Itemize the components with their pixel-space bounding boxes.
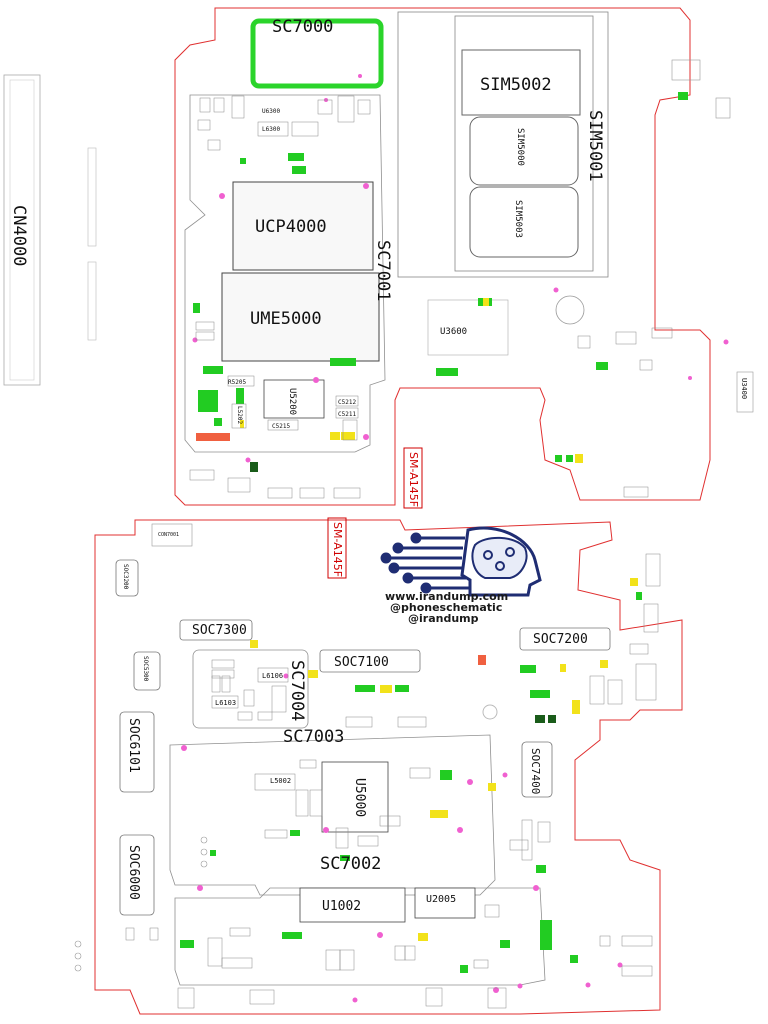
label-u3600: U3600 (440, 327, 467, 337)
label-sim5003: SIM5003 (513, 200, 523, 238)
sim5000-box (469, 116, 579, 186)
top-board-outline (174, 7, 711, 506)
con7001-part (151, 523, 193, 547)
label-soc3200: SOC3200 (122, 564, 129, 590)
passive-outlines (125, 95, 673, 1009)
label-u5000: U5000 (352, 778, 367, 817)
label-soc7300: SOC7300 (192, 623, 247, 638)
watermark-url: www.irandump.com (385, 590, 508, 603)
soc7300-box (179, 619, 253, 641)
right-part-1 (671, 59, 701, 81)
soc5300-box (133, 651, 161, 691)
round-part (555, 295, 585, 325)
label-c5212: C5212 (338, 399, 356, 406)
label-sc7001: SC7001 (373, 240, 393, 301)
label-sc7002: SC7002 (320, 854, 381, 874)
label-sc7004: SC7004 (287, 660, 307, 721)
sc7004-frame (192, 649, 309, 729)
label-soc7400: SOC7400 (529, 748, 542, 794)
component-marks (74, 74, 729, 1003)
soc7200-box (519, 627, 611, 651)
sim5003-box (469, 186, 579, 258)
label-ume5000: UME5000 (250, 309, 322, 329)
irandump-logo-icon (380, 526, 542, 597)
label-l6106: L6106 (262, 672, 283, 680)
label-r5205: R5205 (228, 379, 246, 386)
label-sim5000: SIM5000 (515, 128, 525, 166)
bottom-inner-outline-2 (174, 887, 546, 986)
label-c5211: C5211 (338, 411, 356, 418)
watermark-handle1: @phoneschematic (390, 601, 502, 614)
label-u1002: U1002 (322, 899, 361, 914)
cn4000-inner (9, 79, 35, 381)
label-cn4000: CN4000 (9, 205, 29, 266)
sim-tray-frame (397, 11, 609, 278)
label-l5002: L5002 (270, 777, 291, 785)
label-sim5001: SIM5001 (585, 110, 605, 182)
u5200-chip (263, 379, 325, 419)
sc7000-frame (250, 18, 384, 89)
label-u5200: U5200 (287, 388, 297, 415)
label-sc7003: SC7003 (283, 727, 344, 747)
u5000-chip (321, 761, 389, 833)
label-sc7000: SC7000 (272, 17, 333, 37)
label-model-top: SM-A145F (407, 452, 420, 507)
label-soc7200: SOC7200 (533, 632, 588, 647)
model-label-bottom-box (327, 517, 347, 579)
sim5002-box (461, 49, 581, 116)
label-soc5300: SOC5300 (142, 656, 149, 682)
sim-tray-inner (454, 15, 594, 272)
u1002-chip (299, 887, 406, 923)
soc3200-box (115, 559, 139, 597)
label-l6300: L6300 (262, 126, 280, 133)
label-model-bottom: SM-A145F (331, 522, 344, 577)
ume5000-chip (221, 272, 380, 362)
u3600-area (427, 299, 509, 356)
top-inner-outline (184, 94, 386, 453)
label-sim5002: SIM5002 (480, 75, 552, 95)
label-soc7100: SOC7100 (334, 655, 389, 670)
u2005-chip (414, 887, 476, 919)
u3400-part (736, 371, 754, 413)
ucp4000-chip (232, 181, 374, 271)
right-part-2 (715, 97, 731, 119)
label-soc6000: SOC6000 (126, 845, 141, 900)
label-l6103: L6103 (215, 699, 236, 707)
label-u2005: U2005 (426, 894, 456, 905)
label-l5202: L5202 (236, 406, 243, 424)
watermark-handle2: @irandump (408, 612, 479, 625)
label-u3400: U3400 (740, 378, 748, 399)
label-ucp4000: UCP4000 (255, 217, 327, 237)
label-soc6101: SOC6101 (126, 718, 141, 773)
left-strip-1 (87, 147, 97, 247)
left-strip-2 (87, 261, 97, 341)
soc7400-box (521, 741, 553, 798)
label-con7001: CON7001 (158, 532, 179, 538)
label-c5215: C5215 (272, 423, 290, 430)
bottom-board-outline (94, 519, 683, 1015)
model-label-top-box (403, 447, 423, 509)
cn4000-connector (3, 74, 41, 386)
label-u6300: U6300 (262, 108, 280, 115)
soc6000-box (119, 834, 155, 916)
soc7100-box (319, 649, 421, 673)
soc6101-box (119, 711, 155, 793)
